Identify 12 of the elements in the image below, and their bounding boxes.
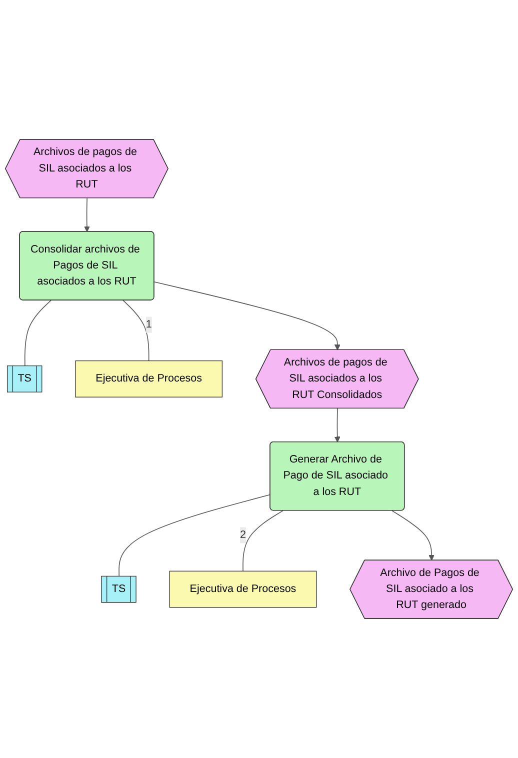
node-box: Ejecutiva de Procesos <box>169 570 317 608</box>
edge-label: 1 <box>146 318 152 330</box>
arrow <box>154 282 340 350</box>
arrow <box>84 198 90 232</box>
edge-label: 2 <box>240 529 246 541</box>
connector <box>122 300 150 362</box>
connector <box>24 300 52 367</box>
connector <box>118 494 271 577</box>
node-box: Ejecutiva de Procesos <box>75 360 223 398</box>
connector <box>242 510 284 572</box>
arrow <box>334 408 340 442</box>
arrow <box>392 510 434 561</box>
